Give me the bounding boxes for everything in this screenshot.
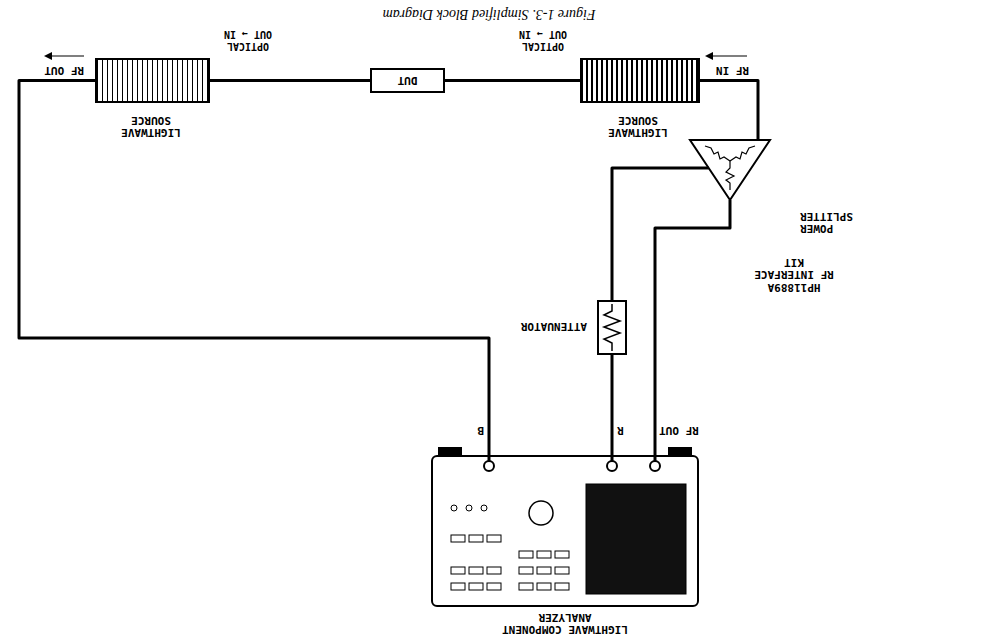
key [451,535,465,542]
cable [210,79,370,82]
optical-port-label: OPTICAL OUT → IN [220,28,276,52]
analyzer-foot [668,447,692,455]
port-label: RF IN [709,64,749,76]
key [537,551,551,558]
analyzer-foot [438,447,462,455]
port-label: R [617,424,629,436]
power-splitter: POWER SPLITTER [690,140,770,200]
resistor-symbol [604,304,620,351]
key [487,567,501,574]
port-connector [607,461,617,471]
key [469,535,483,542]
port-stub [488,440,491,461]
resistor-symbol [730,146,755,161]
resistor-symbol [705,146,730,161]
lightwave-source: LIGHTWAVE SOURCE [95,58,210,103]
key [537,567,551,574]
node-title: POWER SPLITTER [800,210,864,234]
indicator [451,505,457,511]
node-title: DUT [398,75,418,87]
optical-port-label: OPTICAL OUT → IN [515,28,571,52]
key [487,583,501,590]
analyzer-housing [432,456,698,606]
key [519,583,533,590]
key [469,583,483,590]
arrowhead [705,52,713,60]
port-stub [611,440,614,461]
indicator [481,505,487,511]
key [519,551,533,558]
tuning-knob [529,501,553,525]
attenuator-box: ATTENUATOR [597,300,627,355]
cable [655,200,730,440]
key [555,583,569,590]
lightwave-source: LIGHTWAVE SOURCE [580,58,700,103]
direction-arrow [712,55,747,56]
key [451,583,465,590]
key [451,567,465,574]
node-title: LIGHTWAVE SOURCE [115,114,187,138]
key [487,535,501,542]
resistor-symbol [726,161,734,190]
node-title: ATTENUATOR [513,320,587,332]
node-title: LIGHTWAVE COMPONENT ANALYZER [496,611,634,635]
port-label: B [470,424,484,436]
cable [700,81,758,141]
cable [445,79,580,82]
cable [611,355,614,440]
dut-box: DUT [370,68,445,93]
splitter-triangle [690,140,770,200]
analyzer-node: LIGHTWAVE COMPONENT ANALYZER [430,440,700,608]
kit-label: HP11889A [749,281,839,293]
cable [612,168,709,300]
key [555,551,569,558]
figure-caption: Figure 1-3. Simplified Block Diagram [289,5,689,23]
analyzer-screen [586,484,686,594]
arrowhead [44,52,52,60]
key [555,567,569,574]
node-title: LIGHTWAVE SOURCE [602,114,674,138]
port-stub [654,440,657,461]
cable [19,81,489,441]
kit-label: RF INTERFACE KIT [749,256,839,280]
key [537,583,551,590]
direction-arrow [51,55,84,56]
port-label: RF OUT [659,424,701,436]
key [469,567,483,574]
port-connector [650,461,660,471]
indicator [466,505,472,511]
key [519,567,533,574]
port-connector [484,461,494,471]
port-label: RF OUT [40,64,84,76]
